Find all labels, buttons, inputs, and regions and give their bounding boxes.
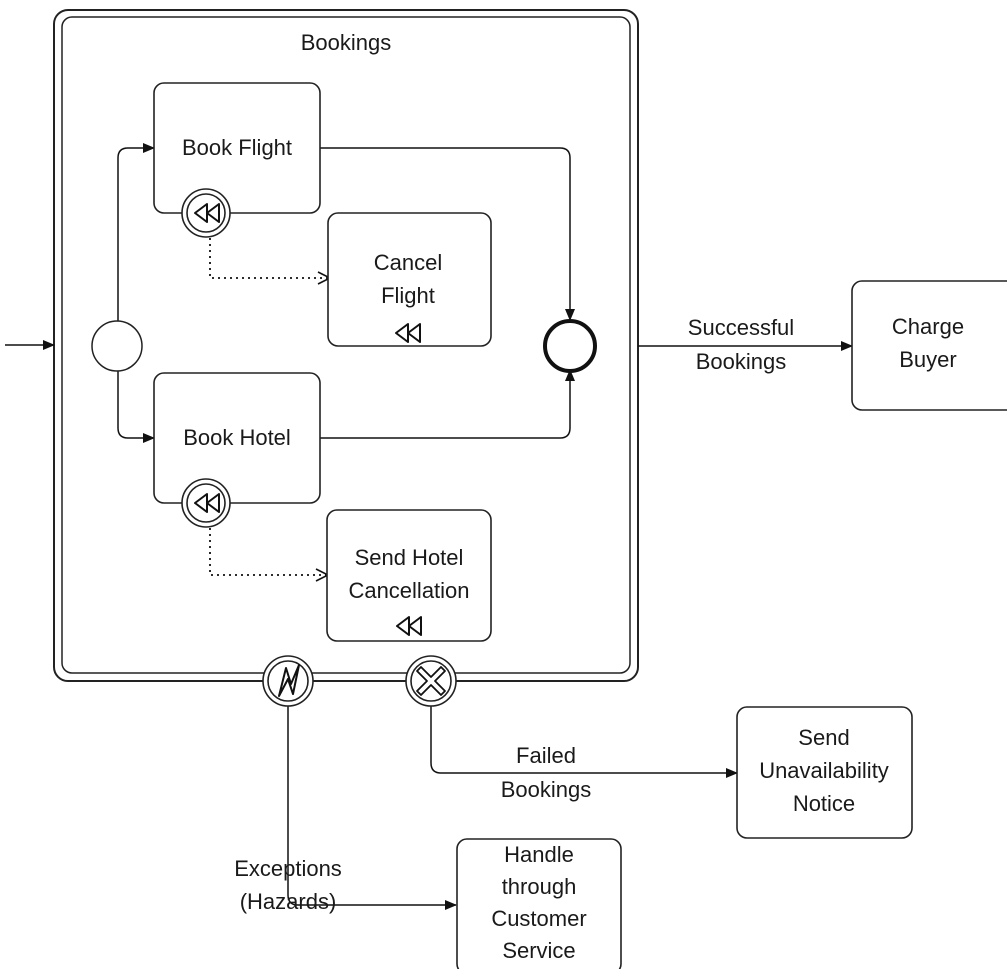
compensation-icon bbox=[194, 203, 220, 223]
task-cancel-flight-label-2: Flight bbox=[381, 283, 435, 308]
flow-successful-label-2: Bookings bbox=[696, 349, 787, 374]
task-send-unavailability-label-2: Unavailability bbox=[759, 758, 889, 783]
subprocess-title: Bookings bbox=[301, 30, 392, 55]
flow-exceptions-label-2: (Hazards) bbox=[240, 889, 337, 914]
flow-successful-label-1: Successful bbox=[688, 315, 794, 340]
task-charge-buyer-label-1: Charge bbox=[892, 314, 964, 339]
task-cancel-flight-label-1: Cancel bbox=[374, 250, 442, 275]
task-handle-label-1: Handle bbox=[504, 842, 574, 867]
task-send-unavailability-label-1: Send bbox=[798, 725, 849, 750]
flow-start-to-book-hotel bbox=[117, 371, 155, 443]
error-icon bbox=[278, 664, 300, 697]
flow-failed-label-1: Failed bbox=[516, 743, 576, 768]
flow-book-hotel-to-end bbox=[320, 369, 575, 439]
task-handle-label-2: through bbox=[502, 874, 577, 899]
association-cancel-flight bbox=[209, 232, 330, 278]
task-send-hotel-cancellation[interactable] bbox=[326, 509, 492, 642]
task-send-hotel-cancellation-label-1: Send Hotel bbox=[355, 545, 464, 570]
task-send-hotel-cancellation-label-2: Cancellation bbox=[348, 578, 469, 603]
task-book-flight[interactable] bbox=[153, 82, 321, 214]
flow-failed-label-2: Bookings bbox=[501, 777, 592, 802]
compensation-icon bbox=[395, 323, 421, 343]
task-charge-buyer-label-2: Buyer bbox=[899, 347, 956, 372]
start-event[interactable] bbox=[91, 320, 143, 372]
cancel-icon bbox=[416, 666, 446, 696]
task-book-hotel[interactable] bbox=[153, 372, 321, 504]
compensation-icon bbox=[396, 616, 422, 636]
flow-failed-bookings bbox=[430, 706, 738, 778]
task-send-unavailability-label-3: Notice bbox=[793, 791, 855, 816]
task-book-hotel-label: Book Hotel bbox=[183, 425, 291, 450]
task-send-unavailability-notice[interactable] bbox=[736, 706, 913, 839]
flow-book-flight-to-end bbox=[320, 147, 575, 321]
task-cancel-flight[interactable] bbox=[327, 212, 492, 347]
task-book-flight-label: Book Flight bbox=[182, 135, 292, 160]
end-event[interactable] bbox=[543, 319, 597, 373]
task-handle-customer-service[interactable] bbox=[456, 838, 622, 969]
task-handle-label-3: Customer bbox=[491, 906, 586, 931]
task-charge-buyer[interactable] bbox=[851, 280, 1007, 411]
flow-start-to-book-flight bbox=[117, 143, 155, 321]
task-handle-label-4: Service bbox=[502, 938, 575, 963]
compensation-icon bbox=[194, 493, 220, 513]
flow-exceptions-label-1: Exceptions bbox=[234, 856, 342, 881]
flow-exceptions bbox=[287, 706, 457, 910]
